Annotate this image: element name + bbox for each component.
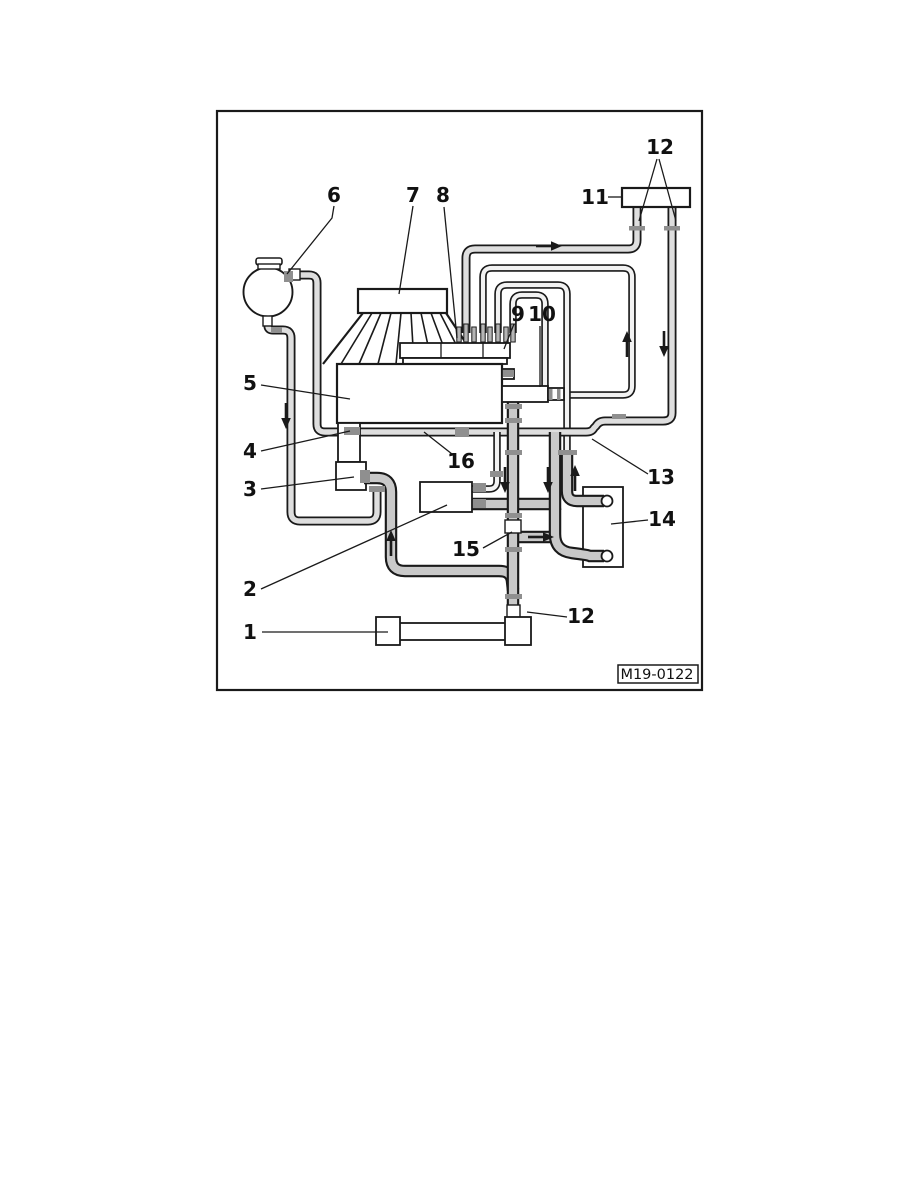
flow-arrows bbox=[281, 241, 669, 556]
callout-10: 10 bbox=[528, 302, 556, 326]
hose-down-to-exchanger bbox=[548, 432, 604, 563]
flow-arrow-right bbox=[528, 532, 554, 542]
heater-return-pipe bbox=[358, 206, 677, 437]
expansion-tank-supply-pipe bbox=[263, 324, 382, 526]
heater-core bbox=[620, 186, 692, 209]
pipe-loop-inner bbox=[509, 291, 549, 387]
branch-hose-top bbox=[471, 432, 501, 493]
figure-code-label: M19-0122 bbox=[620, 667, 693, 683]
callout-labels: 6 7 8 11 12 9 10 5 4 3 16 13 14 15 2 1 1… bbox=[243, 135, 676, 644]
callout-16: 16 bbox=[447, 449, 475, 473]
pipe-loop-middle bbox=[494, 281, 571, 453]
flow-arrow-up bbox=[570, 465, 580, 491]
callout-6: 6 bbox=[327, 183, 341, 207]
callout-5: 5 bbox=[243, 371, 257, 395]
head-coolant-stubs bbox=[456, 323, 516, 343]
callout-7: 7 bbox=[406, 183, 420, 207]
callout-11: 11 bbox=[581, 185, 609, 209]
cylinder-head bbox=[399, 342, 511, 365]
callout-3: 3 bbox=[243, 477, 257, 501]
coolant-flange bbox=[501, 385, 565, 403]
flow-arrow-up bbox=[622, 331, 632, 357]
callout-12-bottom: 12 bbox=[567, 604, 595, 628]
hose-exchanger-top bbox=[560, 452, 604, 508]
callout-14: 14 bbox=[648, 507, 676, 531]
callout-13: 13 bbox=[647, 465, 675, 489]
engine-block bbox=[335, 362, 504, 425]
t-piece bbox=[504, 519, 522, 534]
oil-cooler bbox=[375, 616, 532, 646]
flow-arrow-down bbox=[281, 403, 291, 429]
callout-1: 1 bbox=[243, 620, 257, 644]
callout-8: 8 bbox=[436, 183, 450, 207]
flow-arrow-right bbox=[536, 241, 562, 251]
figure-code: M19-0122 bbox=[617, 664, 699, 684]
callout-4: 4 bbox=[243, 439, 257, 463]
auxiliary-unit-box bbox=[419, 481, 473, 513]
pipe-end-fitting-bottom bbox=[600, 549, 614, 563]
flow-arrow-down bbox=[659, 331, 669, 357]
pipe-end-fitting-top bbox=[600, 494, 614, 508]
flow-arrow-up bbox=[386, 530, 396, 556]
flow-arrow-down bbox=[543, 467, 553, 493]
expansion-tank-vent-pipe bbox=[296, 270, 340, 437]
callout-12-top: 12 bbox=[646, 135, 674, 159]
expansion-tank bbox=[242, 257, 301, 327]
callout-leaders bbox=[260, 158, 677, 633]
flow-arrow-down bbox=[500, 467, 510, 493]
callout-15: 15 bbox=[452, 537, 480, 561]
hose-clamps bbox=[271, 226, 680, 599]
callout-2: 2 bbox=[243, 577, 257, 601]
intake-manifold bbox=[356, 287, 449, 315]
pipe-loop-outer bbox=[479, 264, 636, 399]
callout-9: 9 bbox=[511, 302, 525, 326]
